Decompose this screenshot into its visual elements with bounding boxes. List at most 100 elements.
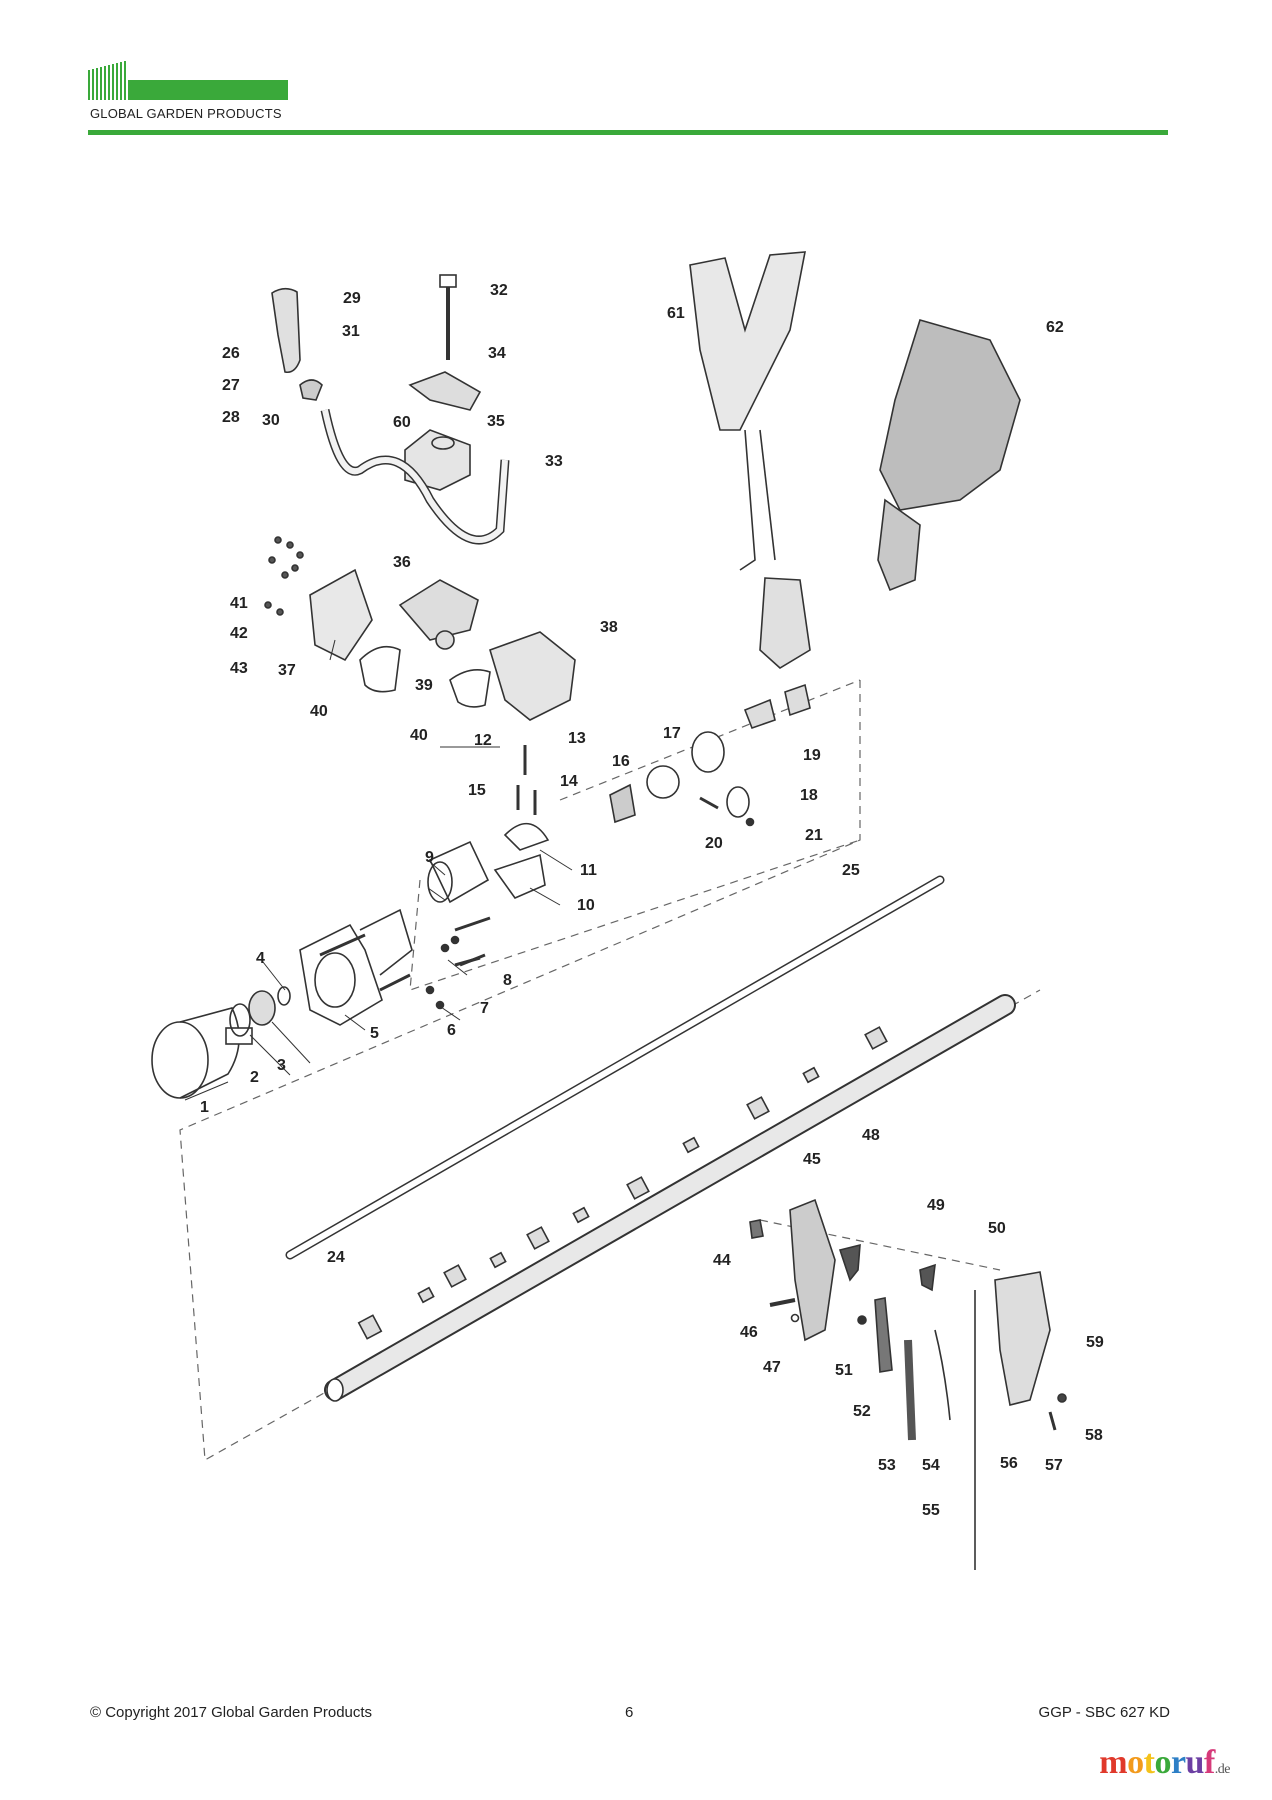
callout-label: 47 (763, 1359, 781, 1376)
part-1-clutch-bell (151, 1007, 253, 1099)
callout-label: 34 (488, 345, 506, 362)
part-4-ring (277, 986, 291, 1006)
part-58-nut (1057, 1393, 1067, 1403)
ggp-logo-icon (88, 61, 288, 100)
callout-label: 59 (1086, 1334, 1104, 1351)
callout-label: 54 (922, 1457, 940, 1474)
callout-label: 3 (277, 1057, 286, 1074)
part-2-ring (229, 1003, 251, 1037)
callout-label: 21 (805, 827, 823, 844)
part-47-nut (790, 1313, 800, 1323)
watermark-letter: f (1203, 1744, 1215, 1781)
callout-label: 62 (1046, 319, 1064, 336)
part-3-bearing (248, 990, 276, 1026)
part-18-clamp (726, 786, 750, 818)
callout-label: 60 (393, 414, 411, 431)
callout-label: 24 (327, 1249, 345, 1266)
callout-label: 44 (713, 1252, 731, 1269)
part-32-bolt-head (439, 274, 457, 288)
callout-label: 4 (256, 950, 265, 967)
motoruf-watermark: motoruf.de (1099, 1744, 1230, 1782)
part-16-sleeve (609, 783, 636, 824)
watermark-letter: t (1143, 1744, 1155, 1781)
leader-lines (184, 639, 573, 1101)
part-62-harness (877, 319, 1021, 592)
part-24-tube (324, 994, 1016, 1402)
watermark-letter: r (1170, 1744, 1186, 1781)
watermark-letter: m (1099, 1744, 1128, 1781)
part-16-clip-b (784, 683, 811, 717)
callout-label: 2 (250, 1069, 259, 1086)
callout-label: 17 (663, 725, 681, 742)
callout-label: 58 (1085, 1427, 1103, 1444)
part-40-sleeve-b (449, 669, 491, 708)
part-5-housing (299, 908, 413, 1026)
callout-label: 35 (487, 413, 505, 430)
callout-label: 36 (393, 554, 411, 571)
footer-copyright: © Copyright 2017 Global Garden Products (90, 1704, 373, 1721)
callout-label: 15 (468, 782, 486, 799)
callout-label: 41 (230, 595, 248, 612)
part-57-screw (1048, 1411, 1057, 1431)
callout-label: 40 (310, 703, 328, 720)
callout-label: 48 (862, 1127, 880, 1144)
part-38-mount-head (489, 631, 576, 721)
callout-label: 45 (803, 1151, 821, 1168)
part-48-trigger (838, 1243, 861, 1282)
callout-label: 53 (878, 1457, 896, 1474)
part-54-wire (934, 1329, 951, 1421)
callout-label: 57 (1045, 1457, 1063, 1474)
callout-label: 7 (480, 1000, 489, 1017)
part-46-screw (769, 1298, 796, 1307)
callout-label: 55 (922, 1502, 940, 1519)
part-39-nut (435, 630, 455, 650)
callout-label: 42 (230, 625, 248, 642)
callout-label: 43 (230, 660, 248, 677)
callout-label: 50 (988, 1220, 1006, 1237)
part-45-handle-half (789, 1198, 836, 1342)
callout-label: 20 (705, 835, 723, 852)
callout-label: 12 (474, 732, 492, 749)
callout-label: 40 (410, 727, 428, 744)
callout-label: 6 (447, 1022, 456, 1039)
callout-label: 18 (800, 787, 818, 804)
part-61-shoulder-strap (689, 251, 811, 669)
part-56-handle-cover (994, 1271, 1051, 1406)
callout-label: 28 (222, 409, 240, 426)
part-21-nut (745, 817, 755, 827)
callout-label: 56 (1000, 1455, 1018, 1472)
callout-label: 32 (490, 282, 508, 299)
part-17-sleeve (646, 765, 680, 799)
watermark-letter: u (1185, 1744, 1205, 1781)
part-19-handle-mount (691, 731, 725, 773)
callout-label: 13 (568, 730, 586, 747)
callout-label: 14 (560, 773, 578, 790)
part-25-drive-shaft (285, 875, 945, 1260)
callout-label: 16 (612, 753, 630, 770)
callout-label: 19 (803, 747, 821, 764)
part-40-sleeve-a (359, 645, 401, 693)
callout-label: 27 (222, 377, 240, 394)
part-10-clamp (493, 853, 546, 899)
part-37-mount (309, 568, 373, 662)
part-51-spring (857, 1315, 867, 1325)
watermark-letter: o (1154, 1744, 1171, 1781)
part-36-mount (398, 579, 479, 641)
part-60-washer (431, 436, 455, 450)
watermark-letter: o (1127, 1744, 1144, 1781)
callout-label: 30 (262, 412, 280, 429)
header-rule (88, 130, 1168, 135)
part-drawings (151, 251, 1067, 1570)
part-53-spring (904, 1339, 916, 1441)
part-16-clip (743, 698, 776, 730)
callout-label: 5 (370, 1025, 379, 1042)
callout-label: 39 (415, 677, 433, 694)
part-30-clamp (299, 379, 323, 401)
callout-label: 26 (222, 345, 240, 362)
watermark-domain: .de (1214, 1762, 1231, 1777)
callout-label: 11 (580, 862, 597, 879)
callout-label: 33 (545, 453, 563, 470)
part-11-clamp (503, 822, 550, 851)
callout-label: 51 (835, 1362, 853, 1379)
